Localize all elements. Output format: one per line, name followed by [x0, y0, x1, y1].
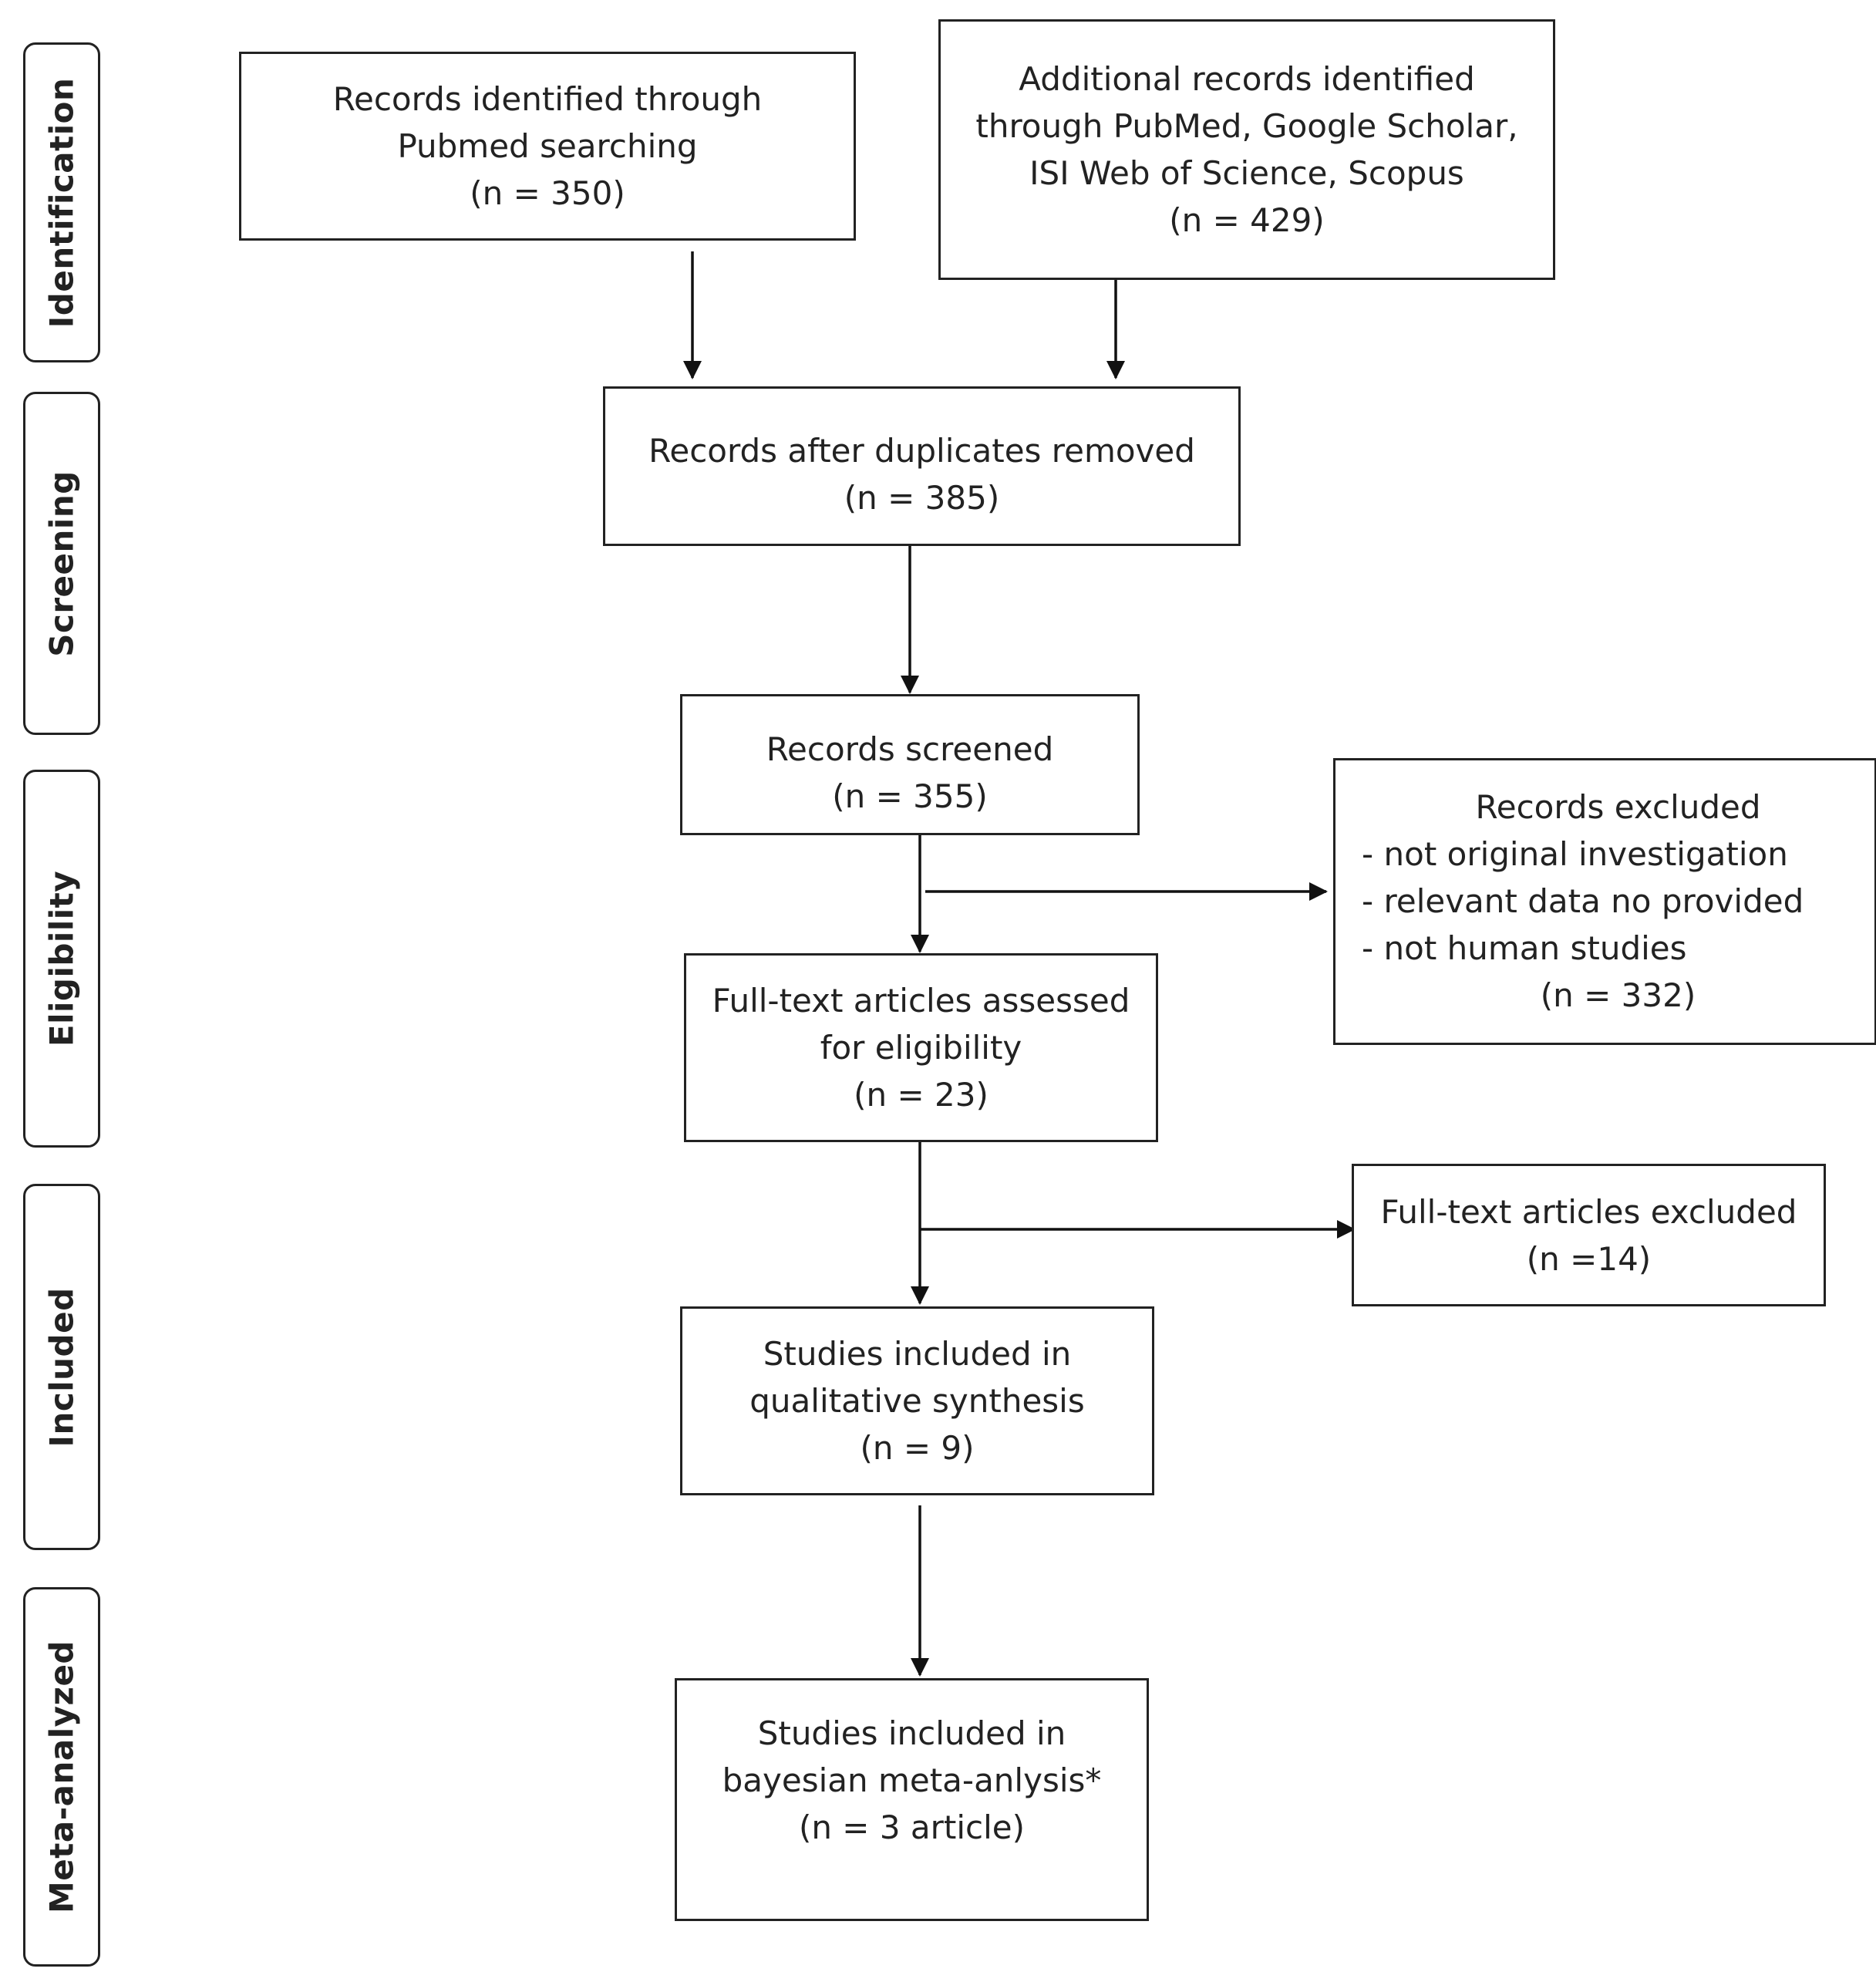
box-fulltext-assessed: Full-text articles assessed for eligibil… — [684, 953, 1158, 1142]
box-text: Additional records identified — [1019, 60, 1475, 98]
box-text: through PubMed, Google Scholar, — [975, 107, 1518, 145]
box-text: qualitative synthesis — [749, 1382, 1085, 1420]
exclusion-reason: - relevant data no provided — [1362, 882, 1804, 920]
box-count: (n = 9) — [860, 1429, 975, 1467]
box-records-screened: Records screened (n = 355) — [680, 694, 1140, 835]
box-count: (n = 385) — [844, 479, 1000, 517]
box-text: ISI Web of Science, Scopus — [1029, 154, 1464, 192]
box-records-excluded: Records excluded - not original investig… — [1333, 758, 1876, 1045]
box-count: (n = 23) — [854, 1076, 989, 1114]
box-text: for eligibility — [820, 1029, 1022, 1067]
box-text: bayesian meta-anlysis* — [722, 1761, 1102, 1799]
phase-included: Included — [23, 1184, 100, 1550]
phase-meta-analyzed: Meta-analyzed — [23, 1587, 100, 1967]
box-fulltext-excluded: Full-text articles excluded (n =14) — [1352, 1164, 1826, 1306]
box-text: Full-text articles excluded — [1380, 1192, 1797, 1231]
phase-identification: Identification — [23, 42, 100, 362]
box-count: (n =14) — [1526, 1239, 1652, 1278]
box-text: Studies included in — [763, 1335, 1072, 1373]
box-records-pubmed: Records identified through Pubmed search… — [239, 52, 856, 241]
box-additional-records: Additional records identified through Pu… — [938, 19, 1555, 280]
box-text: Pubmed searching — [397, 127, 698, 165]
box-text: Records identified through — [332, 80, 763, 118]
box-text: Full-text articles assessed — [712, 982, 1130, 1020]
box-count: (n = 3 article) — [798, 1808, 1026, 1846]
exclusion-reason: - not original investigation — [1362, 835, 1788, 873]
box-qualitative-synthesis: Studies included in qualitative synthesi… — [680, 1306, 1154, 1495]
box-count: (n = 429) — [1169, 201, 1325, 239]
phase-screening: Screening — [23, 392, 100, 735]
box-text: Records screened — [766, 730, 1054, 768]
box-count: (n = 355) — [832, 777, 988, 815]
box-duplicates-removed: Records after duplicates removed (n = 38… — [603, 386, 1241, 546]
box-count: (n = 332) — [1540, 976, 1696, 1014]
box-count: (n = 350) — [470, 174, 625, 212]
phase-eligibility: Eligibility — [23, 770, 100, 1148]
box-title: Records excluded — [1475, 788, 1761, 826]
exclusion-reason: - not human studies — [1362, 929, 1687, 967]
box-text: Records after duplicates removed — [648, 432, 1195, 470]
box-bayesian-meta-analysis: Studies included in bayesian meta-anlysi… — [675, 1678, 1149, 1921]
box-text: Studies included in — [757, 1714, 1066, 1752]
